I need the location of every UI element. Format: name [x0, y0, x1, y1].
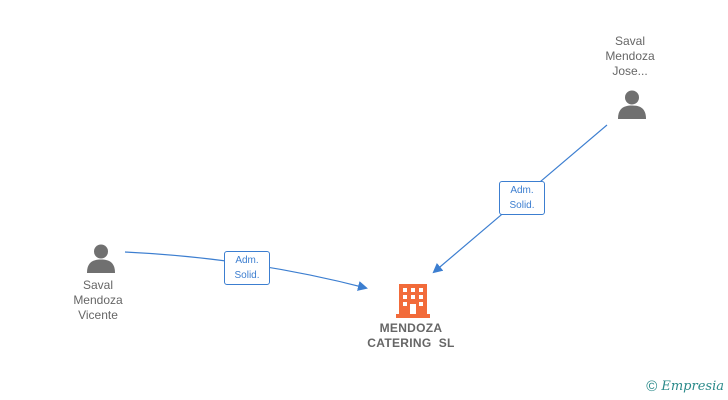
relation-label-top[interactable]: Adm. Solid.	[499, 181, 545, 215]
person-left-name-line: Mendoza	[73, 293, 123, 307]
person-left-name[interactable]: Saval Mendoza Vicente	[53, 278, 143, 323]
person-icon[interactable]	[86, 243, 116, 273]
brand-name: Empresia	[661, 379, 724, 394]
company-name[interactable]: MENDOZA CATERING SL	[351, 321, 471, 351]
person-top-name-line: Saval	[614, 34, 646, 48]
relation-label-line: Adm.	[235, 255, 259, 266]
copyright-icon: ©	[646, 378, 658, 395]
person-left-name-line: Vicente	[78, 308, 118, 322]
brand-watermark: © Empresia	[646, 378, 724, 396]
person-left-name-line: Saval	[82, 278, 114, 292]
relation-label-line: Solid.	[234, 270, 260, 281]
person-top-name-line: Jose...	[612, 64, 648, 78]
company-name-line: CATERING SL	[367, 336, 455, 350]
person-top-name[interactable]: Saval Mendoza Jose...	[585, 34, 675, 79]
building-icon[interactable]	[396, 282, 430, 318]
person-icon[interactable]	[617, 89, 647, 119]
relation-label-line: Adm.	[510, 185, 534, 196]
relation-label-left[interactable]: Adm. Solid.	[224, 251, 270, 285]
company-name-line: MENDOZA	[379, 321, 443, 335]
relation-label-line: Solid.	[509, 200, 535, 211]
person-top-name-line: Mendoza	[605, 49, 655, 63]
